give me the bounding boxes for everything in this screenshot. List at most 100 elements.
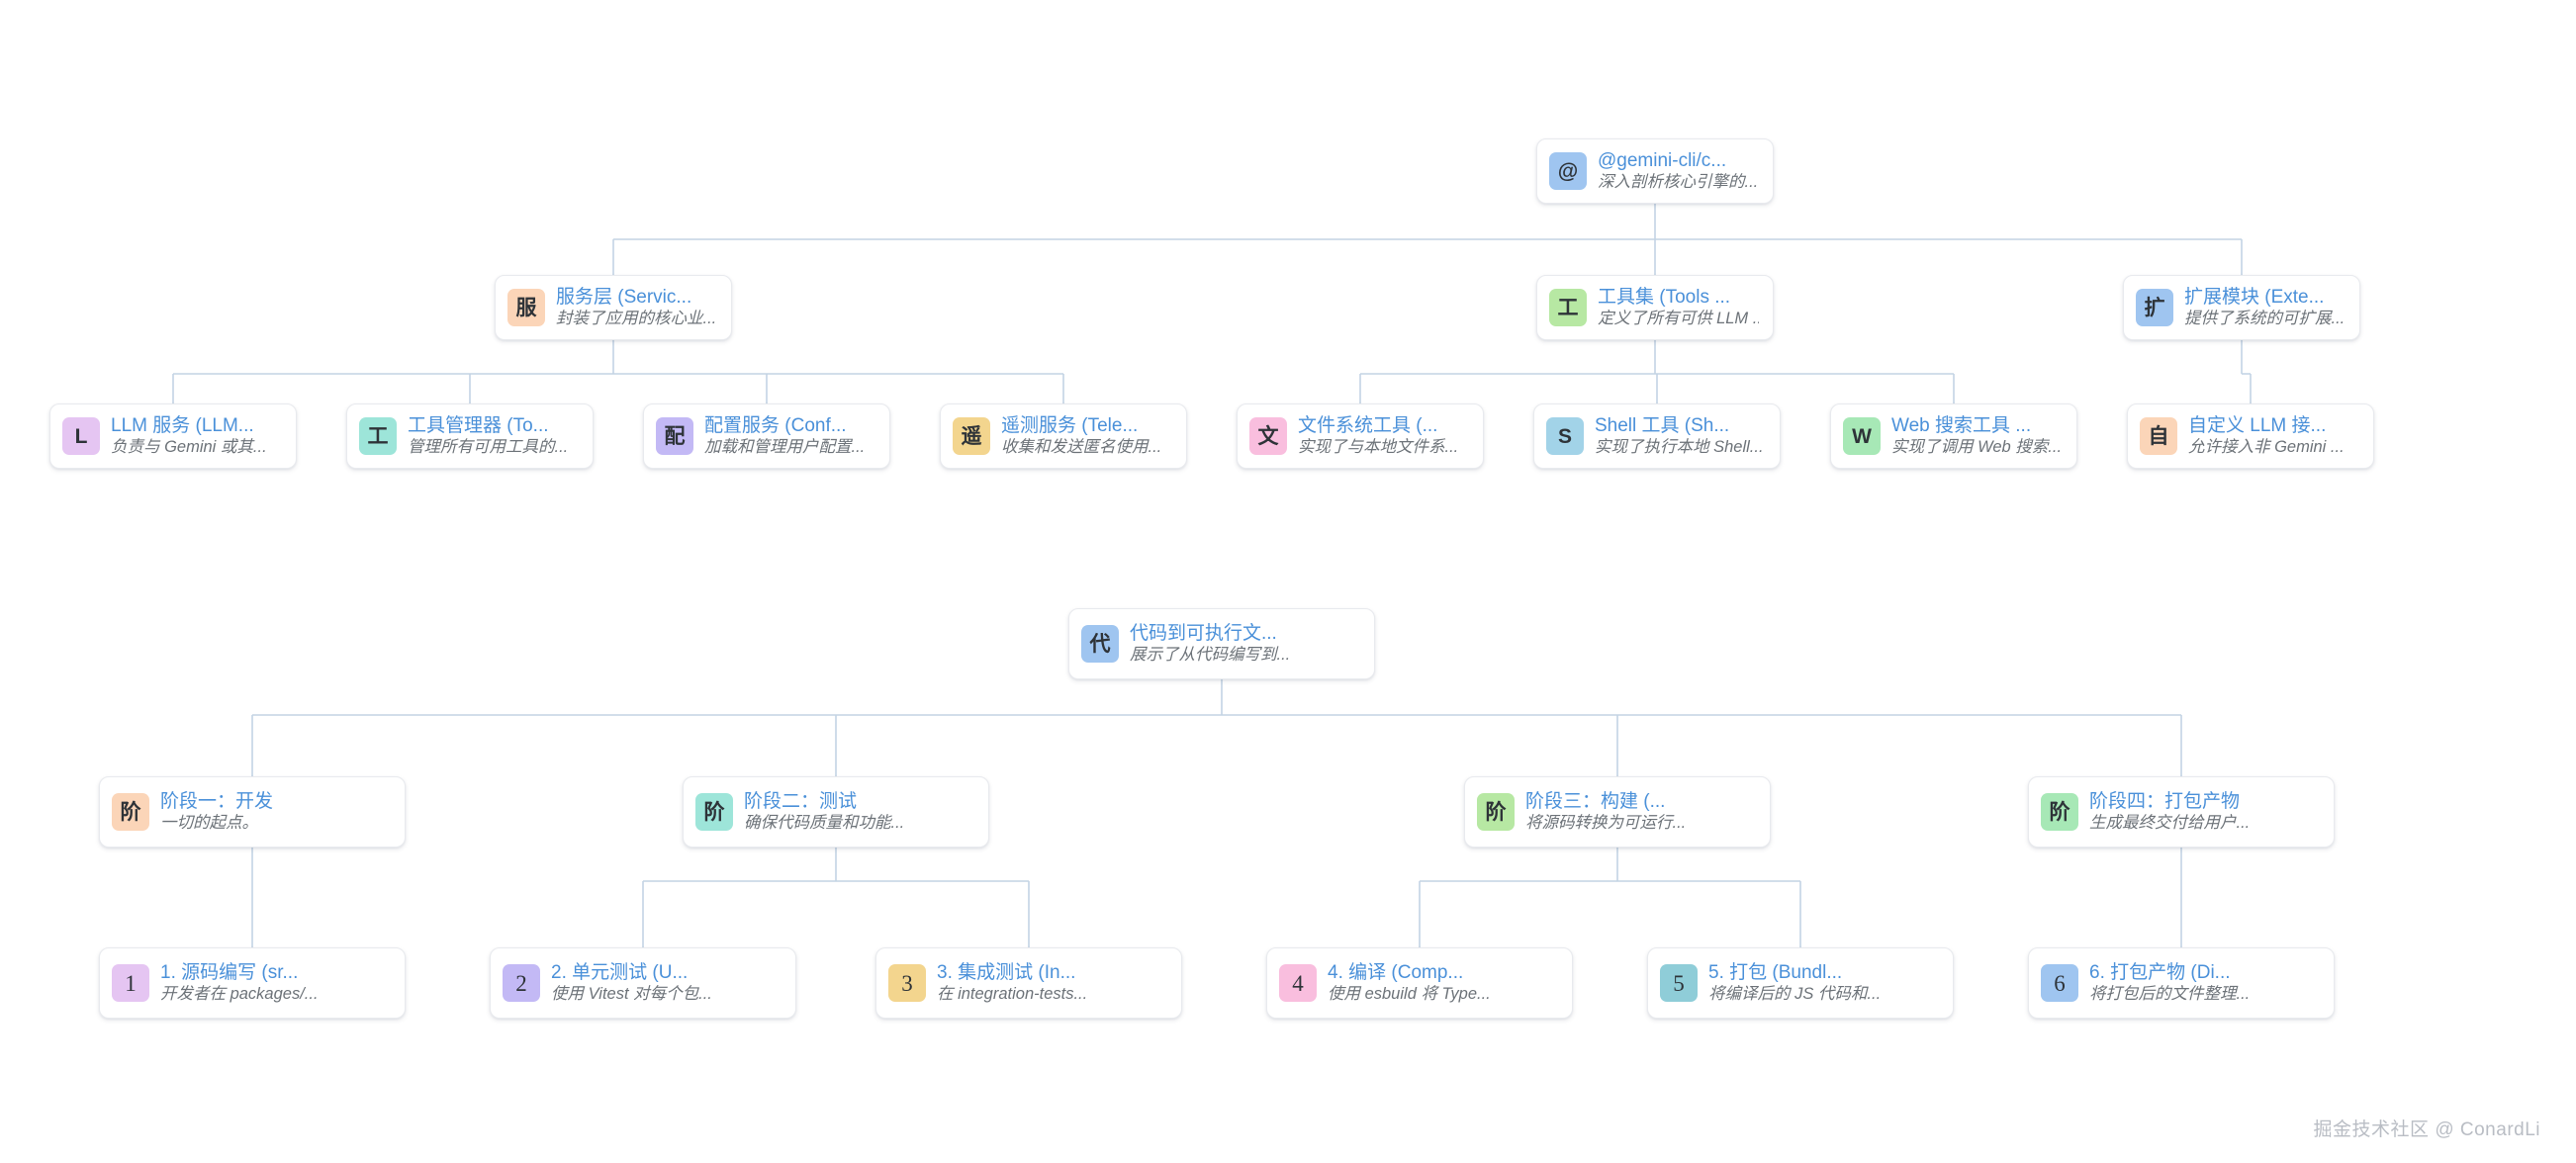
step-1-source-writing-title: 1. 源码编写 (sr... <box>160 962 299 984</box>
node-filesystem-tool-title: 文件系统工具 (... <box>1298 415 1438 437</box>
phase-3-build-title: 阶段三：构建 (... <box>1525 791 1666 813</box>
phase-1-develop-badge-icon: 阶 <box>112 793 149 831</box>
node-tool-manager-badge-icon: 工 <box>359 417 397 455</box>
step-5-bundle-badge-icon: 5 <box>1660 964 1698 1002</box>
node-filesystem-tool-desc: 实现了与本地文件系... <box>1298 438 1459 457</box>
step-3-integration-test-desc: 在 integration-tests... <box>937 985 1088 1004</box>
node-config-service-title: 配置服务 (Conf... <box>704 415 847 437</box>
root-gemini-cli-text: @gemini-cli/c...深入剖析核心引擎的... <box>1598 150 1759 192</box>
step-4-compile-badge-icon: 4 <box>1279 964 1317 1002</box>
phase-3-build-badge-icon: 阶 <box>1477 793 1515 831</box>
node-config-service-badge-icon: 配 <box>656 417 693 455</box>
node-llm-service-title: LLM 服务 (LLM... <box>111 415 254 437</box>
step-2-unit-test-desc: 使用 Vitest 对每个包... <box>551 985 712 1004</box>
branch-tools[interactable]: 工工具集 (Tools ...定义了所有可供 LLM ... <box>1536 275 1774 340</box>
branch-services-title: 服务层 (Servic... <box>556 287 692 309</box>
node-telemetry-service-desc: 收集和发送匿名使用... <box>1001 438 1162 457</box>
node-tool-manager-title: 工具管理器 (To... <box>408 415 549 437</box>
step-5-bundle[interactable]: 5 5. 打包 (Bundl...将编译后的 JS 代码和... <box>1647 947 1954 1019</box>
step-4-compile-title: 4. 编译 (Comp... <box>1328 962 1464 984</box>
step-3-integration-test-title: 3. 集成测试 (In... <box>937 962 1076 984</box>
node-web-search-tool-title: Web 搜索工具 ... <box>1891 415 2032 437</box>
node-web-search-tool-text: Web 搜索工具 ...实现了调用 Web 搜索... <box>1891 415 2063 457</box>
branch-tools-badge-icon: 工 <box>1549 289 1587 326</box>
watermark: 掘金技术社区 @ ConardLi <box>2313 1119 2540 1140</box>
node-config-service[interactable]: 配配置服务 (Conf...加载和管理用户配置... <box>643 403 890 469</box>
root-gemini-cli-desc: 深入剖析核心引擎的... <box>1598 173 1759 192</box>
node-llm-service-text: LLM 服务 (LLM...负责与 Gemini 或其... <box>111 415 282 457</box>
step-3-integration-test[interactable]: 3 3. 集成测试 (In...在 integration-tests... <box>875 947 1182 1019</box>
node-shell-tool[interactable]: S Shell 工具 (Sh...实现了执行本地 Shell... <box>1533 403 1781 469</box>
branch-services-text: 服务层 (Servic...封装了应用的核心业... <box>556 287 717 328</box>
branch-extensions[interactable]: 扩扩展模块 (Exte...提供了系统的可扩展... <box>2123 275 2360 340</box>
node-custom-llm-adapter-badge-icon: 自 <box>2140 417 2177 455</box>
node-filesystem-tool[interactable]: 文文件系统工具 (...实现了与本地文件系... <box>1237 403 1484 469</box>
step-6-dist-artifacts-desc: 将打包后的文件整理... <box>2089 985 2251 1004</box>
branch-services[interactable]: 服服务层 (Servic...封装了应用的核心业... <box>495 275 732 340</box>
node-telemetry-service[interactable]: 遥遥测服务 (Tele...收集和发送匿名使用... <box>940 403 1187 469</box>
phase-1-develop-text: 阶段一：开发一切的起点。 <box>160 791 391 833</box>
step-6-dist-artifacts-text: 6. 打包产物 (Di...将打包后的文件整理... <box>2089 962 2320 1004</box>
node-llm-service[interactable]: L LLM 服务 (LLM...负责与 Gemini 或其... <box>49 403 297 469</box>
step-6-dist-artifacts-badge-icon: 6 <box>2041 964 2078 1002</box>
node-custom-llm-adapter[interactable]: 自自定义 LLM 接...允许接入非 Gemini ... <box>2127 403 2374 469</box>
step-4-compile[interactable]: 4 4. 编译 (Comp...使用 esbuild 将 Type... <box>1266 947 1573 1019</box>
phase-2-test-title: 阶段二：测试 <box>744 791 858 813</box>
phase-1-develop-desc: 一切的起点。 <box>160 814 258 833</box>
node-filesystem-tool-text: 文件系统工具 (...实现了与本地文件系... <box>1298 415 1469 457</box>
step-2-unit-test-title: 2. 单元测试 (U... <box>551 962 689 984</box>
node-telemetry-service-text: 遥测服务 (Tele...收集和发送匿名使用... <box>1001 415 1172 457</box>
phase-1-develop[interactable]: 阶阶段一：开发一切的起点。 <box>99 776 406 848</box>
branch-tools-text: 工具集 (Tools ...定义了所有可供 LLM ... <box>1598 287 1759 328</box>
node-shell-tool-badge-icon: S <box>1546 417 1584 455</box>
phase-2-test[interactable]: 阶阶段二：测试确保代码质量和功能... <box>683 776 989 848</box>
step-5-bundle-text: 5. 打包 (Bundl...将编译后的 JS 代码和... <box>1708 962 1939 1004</box>
step-3-integration-test-badge-icon: 3 <box>888 964 926 1002</box>
branch-extensions-desc: 提供了系统的可扩展... <box>2184 310 2346 328</box>
phase-4-artifacts-title: 阶段四：打包产物 <box>2089 791 2241 813</box>
phase-4-artifacts-desc: 生成最终交付给用户... <box>2089 814 2251 833</box>
root-gemini-cli[interactable]: @ @gemini-cli/c...深入剖析核心引擎的... <box>1536 138 1774 204</box>
node-custom-llm-adapter-desc: 允许接入非 Gemini ... <box>2188 438 2345 457</box>
phase-2-test-badge-icon: 阶 <box>695 793 733 831</box>
node-telemetry-service-title: 遥测服务 (Tele... <box>1001 415 1139 437</box>
phase-3-build-text: 阶段三：构建 (...将源码转换为可运行... <box>1525 791 1756 833</box>
node-llm-service-badge-icon: L <box>62 417 100 455</box>
node-custom-llm-adapter-text: 自定义 LLM 接...允许接入非 Gemini ... <box>2188 415 2359 457</box>
root-code-to-executable-badge-icon: 代 <box>1081 625 1119 663</box>
node-config-service-text: 配置服务 (Conf...加载和管理用户配置... <box>704 415 875 457</box>
phase-4-artifacts-text: 阶段四：打包产物生成最终交付给用户... <box>2089 791 2320 833</box>
root-code-to-executable-text: 代码到可执行文...展示了从代码编写到... <box>1130 623 1360 665</box>
node-telemetry-service-badge-icon: 遥 <box>953 417 990 455</box>
step-5-bundle-title: 5. 打包 (Bundl... <box>1708 962 1843 984</box>
node-shell-tool-text: Shell 工具 (Sh...实现了执行本地 Shell... <box>1595 415 1766 457</box>
phase-4-artifacts-badge-icon: 阶 <box>2041 793 2078 831</box>
phase-4-artifacts[interactable]: 阶阶段四：打包产物生成最终交付给用户... <box>2028 776 2335 848</box>
step-4-compile-text: 4. 编译 (Comp...使用 esbuild 将 Type... <box>1328 962 1558 1004</box>
node-llm-service-desc: 负责与 Gemini 或其... <box>111 438 267 457</box>
branch-extensions-text: 扩展模块 (Exte...提供了系统的可扩展... <box>2184 287 2346 328</box>
step-6-dist-artifacts[interactable]: 6 6. 打包产物 (Di...将打包后的文件整理... <box>2028 947 2335 1019</box>
root-gemini-cli-title: @gemini-cli/c... <box>1598 150 1727 172</box>
phase-2-test-text: 阶段二：测试确保代码质量和功能... <box>744 791 974 833</box>
branch-extensions-badge-icon: 扩 <box>2136 289 2173 326</box>
step-2-unit-test-text: 2. 单元测试 (U...使用 Vitest 对每个包... <box>551 962 782 1004</box>
node-tool-manager-desc: 管理所有可用工具的... <box>408 438 569 457</box>
node-shell-tool-desc: 实现了执行本地 Shell... <box>1595 438 1764 457</box>
node-config-service-desc: 加载和管理用户配置... <box>704 438 866 457</box>
node-tool-manager-text: 工具管理器 (To...管理所有可用工具的... <box>408 415 579 457</box>
root-code-to-executable-desc: 展示了从代码编写到... <box>1130 646 1291 665</box>
root-gemini-cli-badge-icon: @ <box>1549 152 1587 190</box>
branch-tools-desc: 定义了所有可供 LLM ... <box>1598 310 1759 328</box>
phase-2-test-desc: 确保代码质量和功能... <box>744 814 905 833</box>
phase-3-build[interactable]: 阶阶段三：构建 (...将源码转换为可运行... <box>1464 776 1771 848</box>
branch-tools-title: 工具集 (Tools ... <box>1598 287 1731 309</box>
root-code-to-executable[interactable]: 代代码到可执行文...展示了从代码编写到... <box>1068 608 1375 679</box>
branch-extensions-title: 扩展模块 (Exte... <box>2184 287 2325 309</box>
step-6-dist-artifacts-title: 6. 打包产物 (Di... <box>2089 962 2231 984</box>
node-web-search-tool-desc: 实现了调用 Web 搜索... <box>1891 438 2063 457</box>
node-tool-manager[interactable]: 工工具管理器 (To...管理所有可用工具的... <box>346 403 594 469</box>
